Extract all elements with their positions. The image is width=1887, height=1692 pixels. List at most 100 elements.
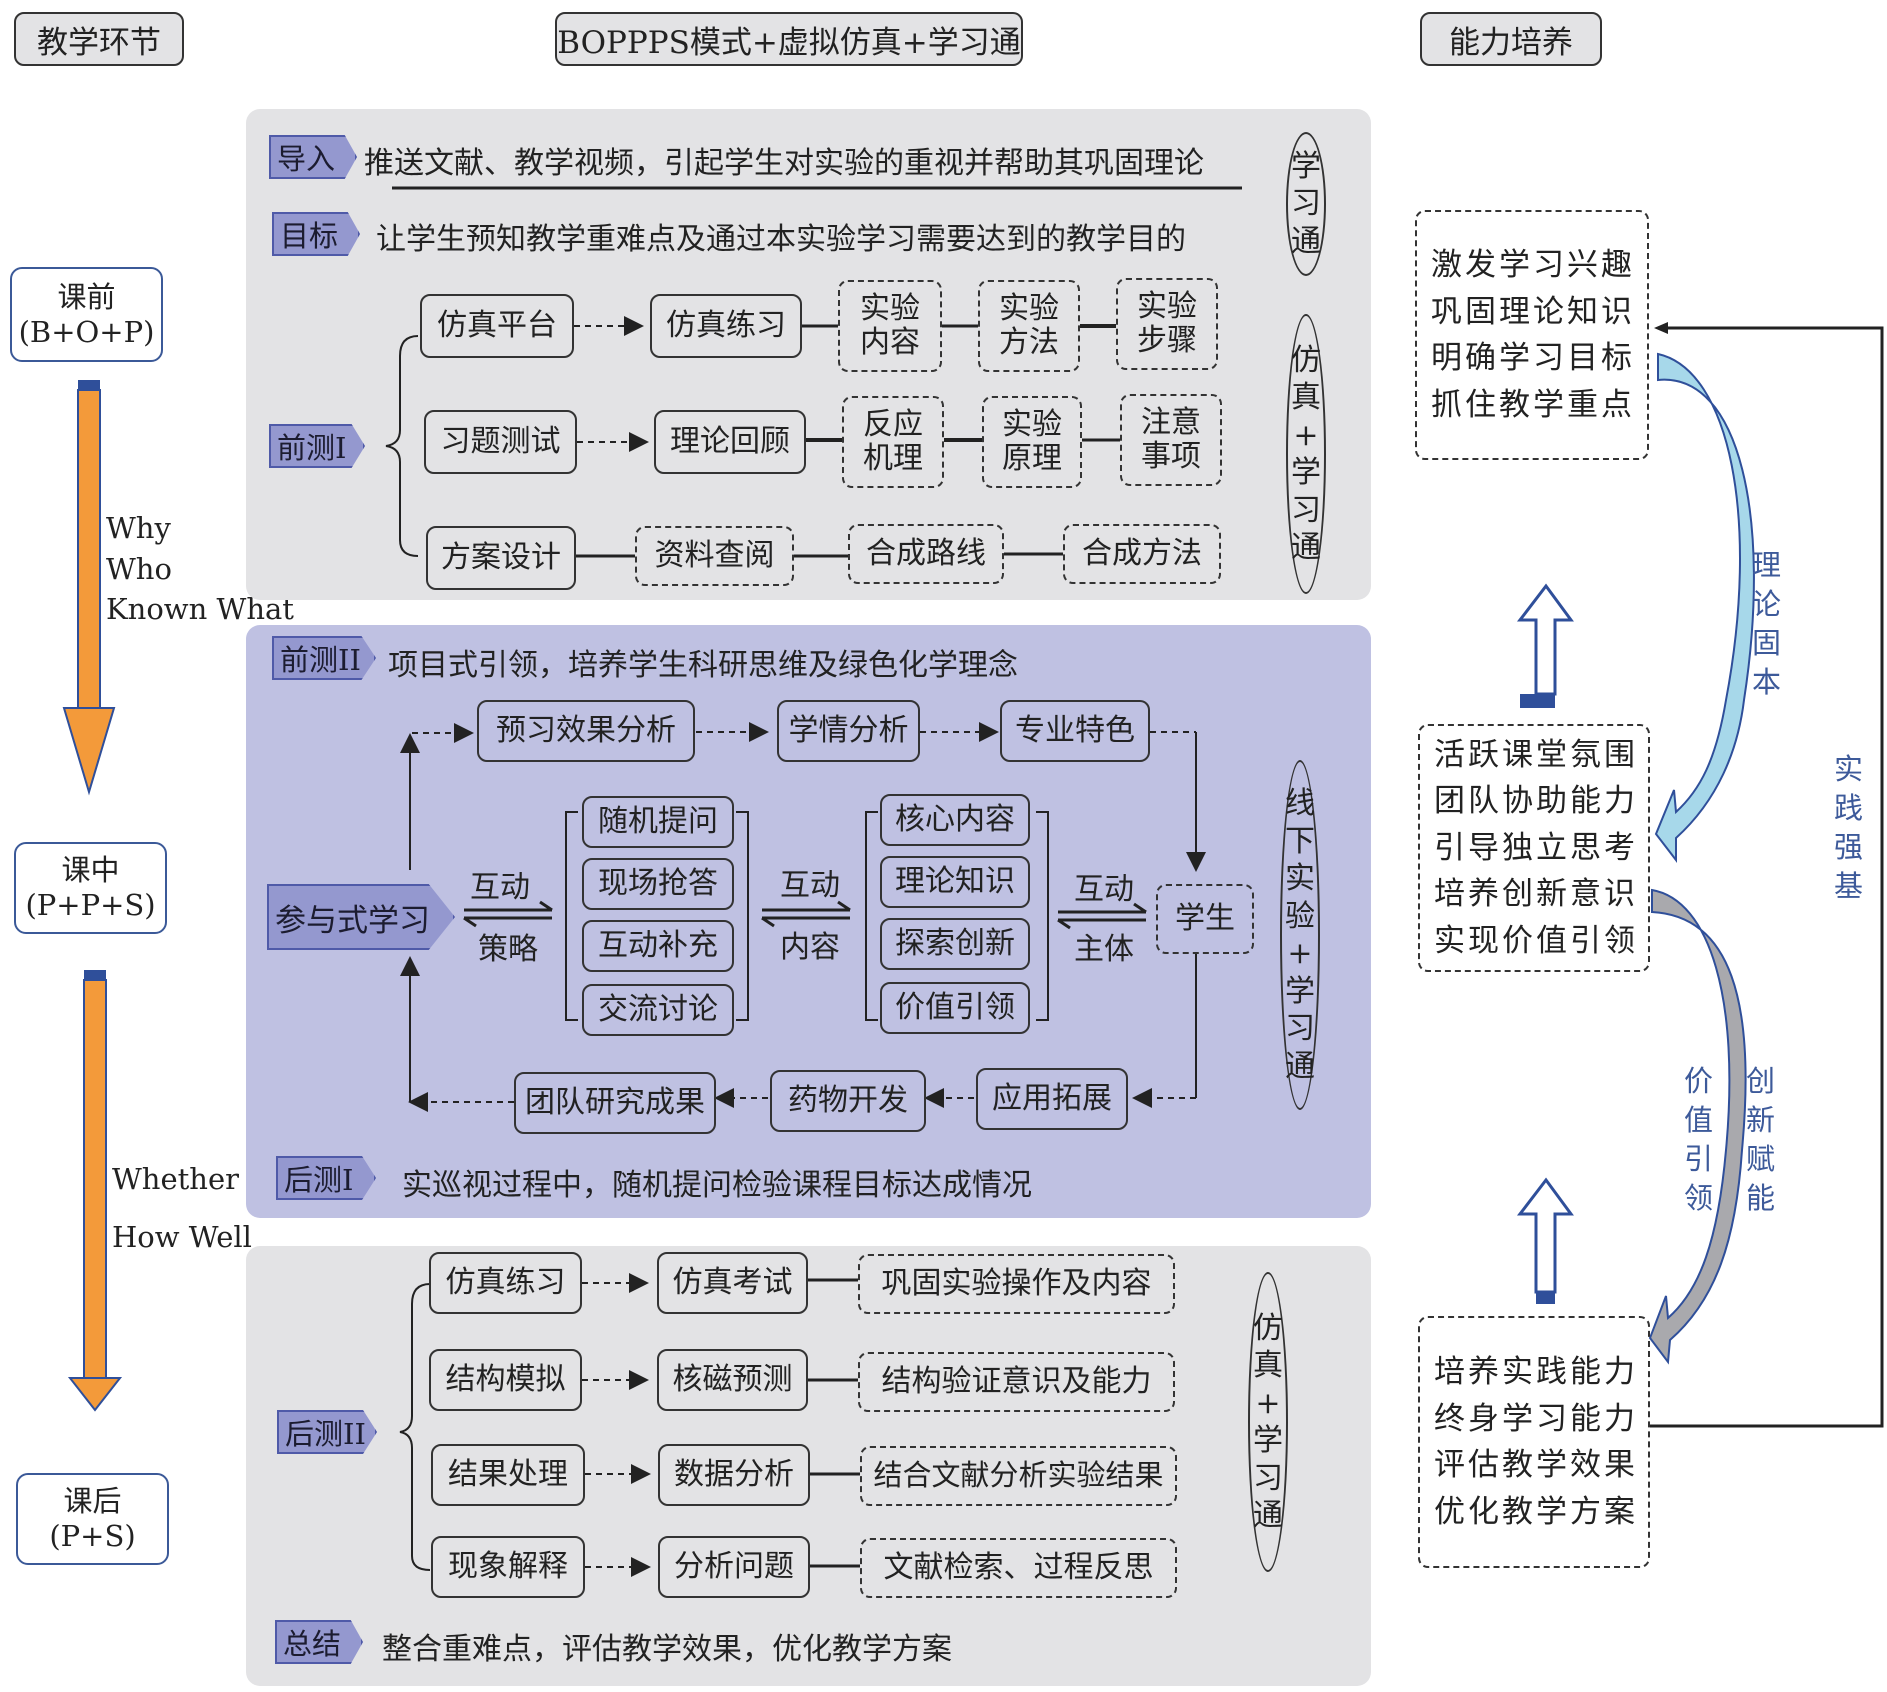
label-theory-foundation: 理论固本	[1752, 546, 1781, 703]
vertical-char: 赋	[1746, 1142, 1776, 1177]
arrow-label: Who	[106, 551, 172, 586]
node-nmr-predict: 核磁预测	[657, 1349, 808, 1411]
arrow-label: How Well	[112, 1220, 252, 1254]
vertical-char: 学	[1253, 1423, 1283, 1458]
label-text: 实践强基	[1834, 750, 1863, 907]
node-exercise-test: 习题测试	[424, 410, 577, 474]
content-item: 理论知识	[880, 856, 1030, 908]
summary-text: 整合重难点，评估教学效果，优化教学方案	[382, 1632, 952, 1667]
vertical-char: 实	[1834, 752, 1864, 786]
vertical-char: 验	[1285, 898, 1315, 934]
tag-posttest-2: 后测II	[277, 1410, 377, 1454]
node-sim-platform: 仿真平台	[420, 294, 574, 358]
content-item: 价值引领	[880, 982, 1030, 1034]
node-synth-route: 合成路线	[848, 524, 1004, 584]
vertical-char: 领	[1684, 1181, 1714, 1216]
node-exp-content: 实验内容	[838, 280, 942, 372]
stage-before-class: 课前 (B+O+P)	[10, 267, 163, 362]
vertical-char: 习	[1285, 1011, 1315, 1046]
ability-box-1: 激发学习兴趣 巩固理论知识 明确学习目标 抓住教学重点	[1415, 210, 1649, 460]
vertical-char: 学	[1285, 973, 1315, 1009]
objective-text: 让学生预知教学重难点及通过本实验学习需要达到的教学目的	[376, 222, 1186, 257]
vertical-char: 下	[1285, 823, 1315, 859]
strategy-item: 随机提问	[582, 796, 734, 848]
content-item: 探索创新	[880, 918, 1030, 970]
intro-text: 推送文献、教学视频，引起学生对实验的重视并帮助其巩固理论	[364, 146, 1204, 181]
header-abilities: 能力培养	[1420, 12, 1602, 66]
stage-code: (P+P+S)	[25, 888, 156, 922]
oval-sim-xuexitong: 仿真+学习通	[1286, 314, 1326, 594]
vertical-char: 引	[1684, 1142, 1714, 1177]
node-consolidate: 巩固实验操作及内容	[858, 1254, 1175, 1314]
node-exp-method: 实验方法	[978, 280, 1080, 372]
oval-text: 线下实验+学习通	[1285, 785, 1315, 1085]
node-learning-analysis: 学情分析	[777, 700, 920, 762]
vertical-char: 通	[1285, 1048, 1315, 1084]
panel-pre-class	[246, 109, 1371, 600]
vertical-char: +	[1287, 936, 1313, 971]
tag-pretest-2: 前测II	[272, 636, 376, 680]
ability-item: 活跃课堂氛围	[1434, 736, 1638, 773]
stage-arrow-1-labels: Why Who Known What	[106, 508, 294, 630]
vertical-char: 习	[1291, 186, 1321, 222]
vertical-char: 仿	[1253, 1310, 1283, 1346]
tag-intro: 导入	[269, 135, 357, 179]
ability-box-3: 培养实践能力 终身学习能力 评估教学效果 优化教学方案	[1418, 1316, 1650, 1568]
node-text: 注意事项	[1141, 404, 1201, 474]
ability-item: 培养实践能力	[1434, 1354, 1638, 1390]
node-analyze-problem: 分析问题	[658, 1536, 810, 1598]
label-strategy-2: 策略	[478, 932, 538, 967]
vertical-char: 论	[1752, 587, 1782, 622]
node-team-results: 团队研究成果	[514, 1072, 716, 1134]
label-practice: 实践强基	[1834, 750, 1863, 907]
vertical-char: 本	[1752, 665, 1782, 700]
label-text: 理论固本	[1752, 546, 1781, 703]
node-text: 反应机理	[863, 406, 923, 476]
stage-name: 课后	[63, 1484, 122, 1519]
node-sim-exam: 仿真考试	[657, 1252, 808, 1314]
stage-code: (B+O+P)	[18, 314, 155, 349]
stage-in-class: 课中 (P+P+S)	[14, 842, 167, 934]
label-content-1: 互动	[780, 868, 840, 903]
vertical-char: 基	[1834, 869, 1864, 904]
arrow-label: Why	[106, 511, 171, 545]
curve-arrow-1	[1654, 352, 1755, 863]
node-lit-review: 资料查阅	[635, 526, 794, 586]
vertical-char: 真	[1253, 1348, 1283, 1383]
vertical-char: 学	[1291, 455, 1321, 490]
ability-item: 团队协助能力	[1434, 783, 1638, 820]
content-item: 核心内容	[880, 794, 1030, 846]
node-synth-method: 合成方法	[1063, 524, 1221, 584]
vertical-char: 习	[1291, 492, 1321, 528]
stage-name: 课中	[61, 853, 120, 888]
node-scheme-design: 方案设计	[426, 526, 576, 590]
node-structure-sim: 结构模拟	[429, 1349, 582, 1411]
label-subject-1: 互动	[1074, 872, 1134, 907]
up-arrow-1	[1516, 583, 1574, 708]
strategy-item: 互动补充	[582, 920, 734, 972]
node-participatory: 参与式学习	[267, 884, 455, 950]
tag-pretest-1: 前测I	[269, 424, 365, 468]
vertical-char: 通	[1291, 530, 1321, 565]
vertical-char: 新	[1746, 1103, 1776, 1138]
oval-text: 仿真+学习通	[1253, 1310, 1283, 1535]
header-stages: 教学环节	[14, 12, 184, 66]
stage-code: (P+S)	[49, 1519, 136, 1553]
vertical-char: 践	[1834, 791, 1864, 826]
vertical-char: 理	[1752, 548, 1782, 582]
strategy-item: 现场抢答	[582, 858, 734, 910]
oval-xuexitong: 学习通	[1286, 132, 1326, 276]
node-text: 实验步骤	[1137, 288, 1197, 358]
oval-offline-xuexitong: 线下实验+学习通	[1280, 760, 1320, 1110]
node-preview-analysis: 预习效果分析	[477, 700, 695, 762]
label-innovation: 创新赋能	[1746, 1062, 1775, 1219]
node-application: 应用拓展	[976, 1068, 1128, 1130]
tag-objective: 目标	[272, 212, 360, 256]
ability-item: 引导独立思考	[1434, 829, 1638, 866]
ability-box-2: 活跃课堂氛围 团队协助能力 引导独立思考 培养创新意识 实现价值引领	[1418, 724, 1650, 972]
vertical-char: 仿	[1291, 342, 1321, 378]
label-strategy-1: 互动	[470, 870, 530, 905]
ability-item: 评估教学效果	[1434, 1447, 1638, 1483]
label-text: 创新赋能	[1746, 1062, 1775, 1219]
vertical-char: 值	[1684, 1103, 1714, 1138]
